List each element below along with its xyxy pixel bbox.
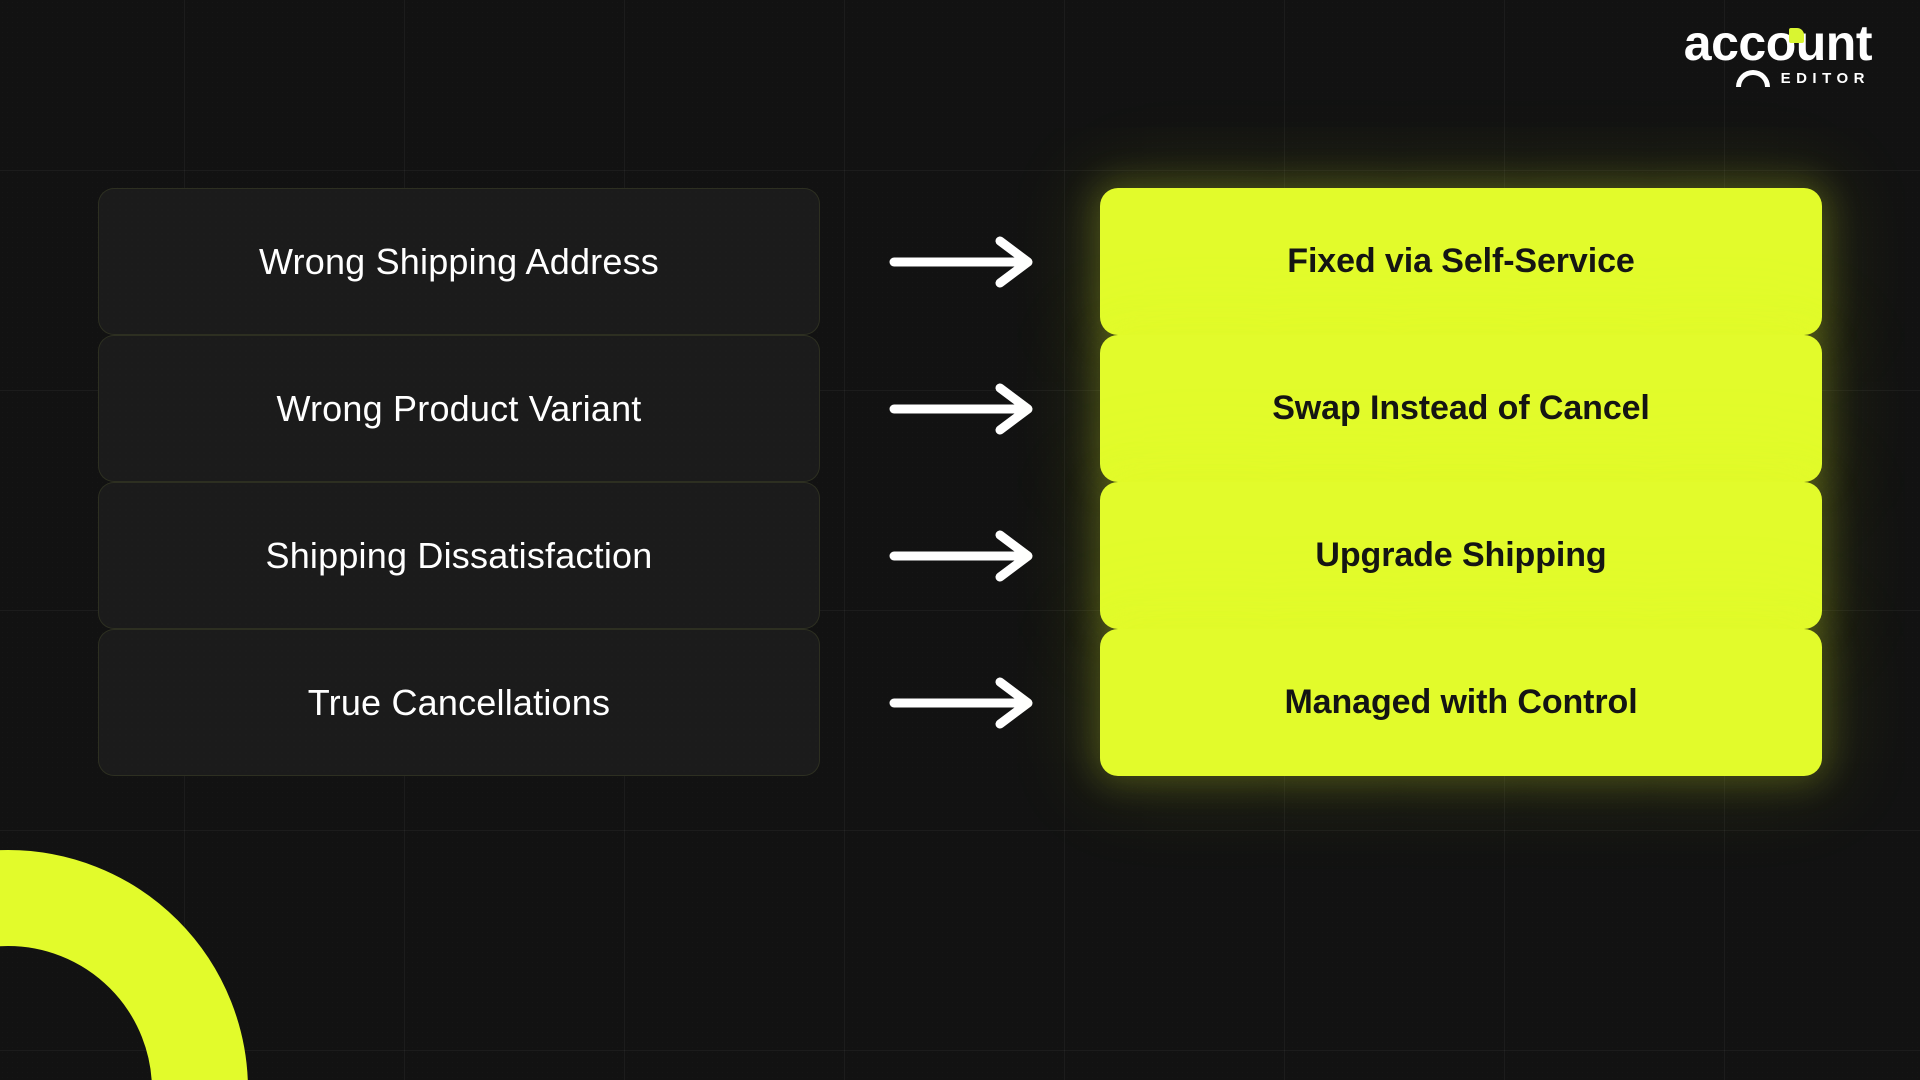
arch-icon xyxy=(1735,70,1770,87)
problem-label: Wrong Shipping Address xyxy=(259,240,659,282)
logo-subtitle-group: EDITOR xyxy=(1735,70,1870,87)
mapping-rows: Wrong Shipping Address Fixed via Self-Se… xyxy=(0,188,1920,776)
solution-label: Fixed via Self-Service xyxy=(1287,242,1635,280)
solution-card[interactable]: Managed with Control xyxy=(1100,629,1822,776)
solution-label: Managed with Control xyxy=(1284,683,1638,721)
decorative-arc-shape xyxy=(0,850,248,1080)
brand-logo: account EDITOR xyxy=(1650,15,1873,98)
arrow-right-icon xyxy=(880,629,1045,776)
problem-card[interactable]: True Cancellations xyxy=(98,629,820,776)
logo-accent-mark xyxy=(1789,28,1804,43)
solution-card[interactable]: Swap Instead of Cancel xyxy=(1100,335,1822,482)
problem-label: True Cancellations xyxy=(307,681,611,723)
mapping-row: True Cancellations Managed with Control xyxy=(0,629,1920,776)
problem-label: Shipping Dissatisfaction xyxy=(265,534,653,576)
problem-label: Wrong Product Variant xyxy=(276,387,642,429)
problem-card[interactable]: Shipping Dissatisfaction xyxy=(98,482,820,629)
solution-label: Upgrade Shipping xyxy=(1315,536,1607,574)
solution-card[interactable]: Upgrade Shipping xyxy=(1100,482,1822,629)
solution-label: Swap Instead of Cancel xyxy=(1272,389,1650,427)
mapping-row: Wrong Product Variant Swap Instead of Ca… xyxy=(0,335,1920,482)
logo-wordmark: account xyxy=(1683,15,1873,71)
mapping-row: Wrong Shipping Address Fixed via Self-Se… xyxy=(0,188,1920,335)
arrow-right-icon xyxy=(880,335,1045,482)
problem-card[interactable]: Wrong Shipping Address xyxy=(98,188,820,335)
arrow-right-icon xyxy=(880,482,1045,629)
problem-card[interactable]: Wrong Product Variant xyxy=(98,335,820,482)
mapping-row: Shipping Dissatisfaction Upgrade Shippin… xyxy=(0,482,1920,629)
logo-subtitle: EDITOR xyxy=(1780,70,1870,87)
solution-card[interactable]: Fixed via Self-Service xyxy=(1100,188,1822,335)
arrow-right-icon xyxy=(880,188,1045,335)
